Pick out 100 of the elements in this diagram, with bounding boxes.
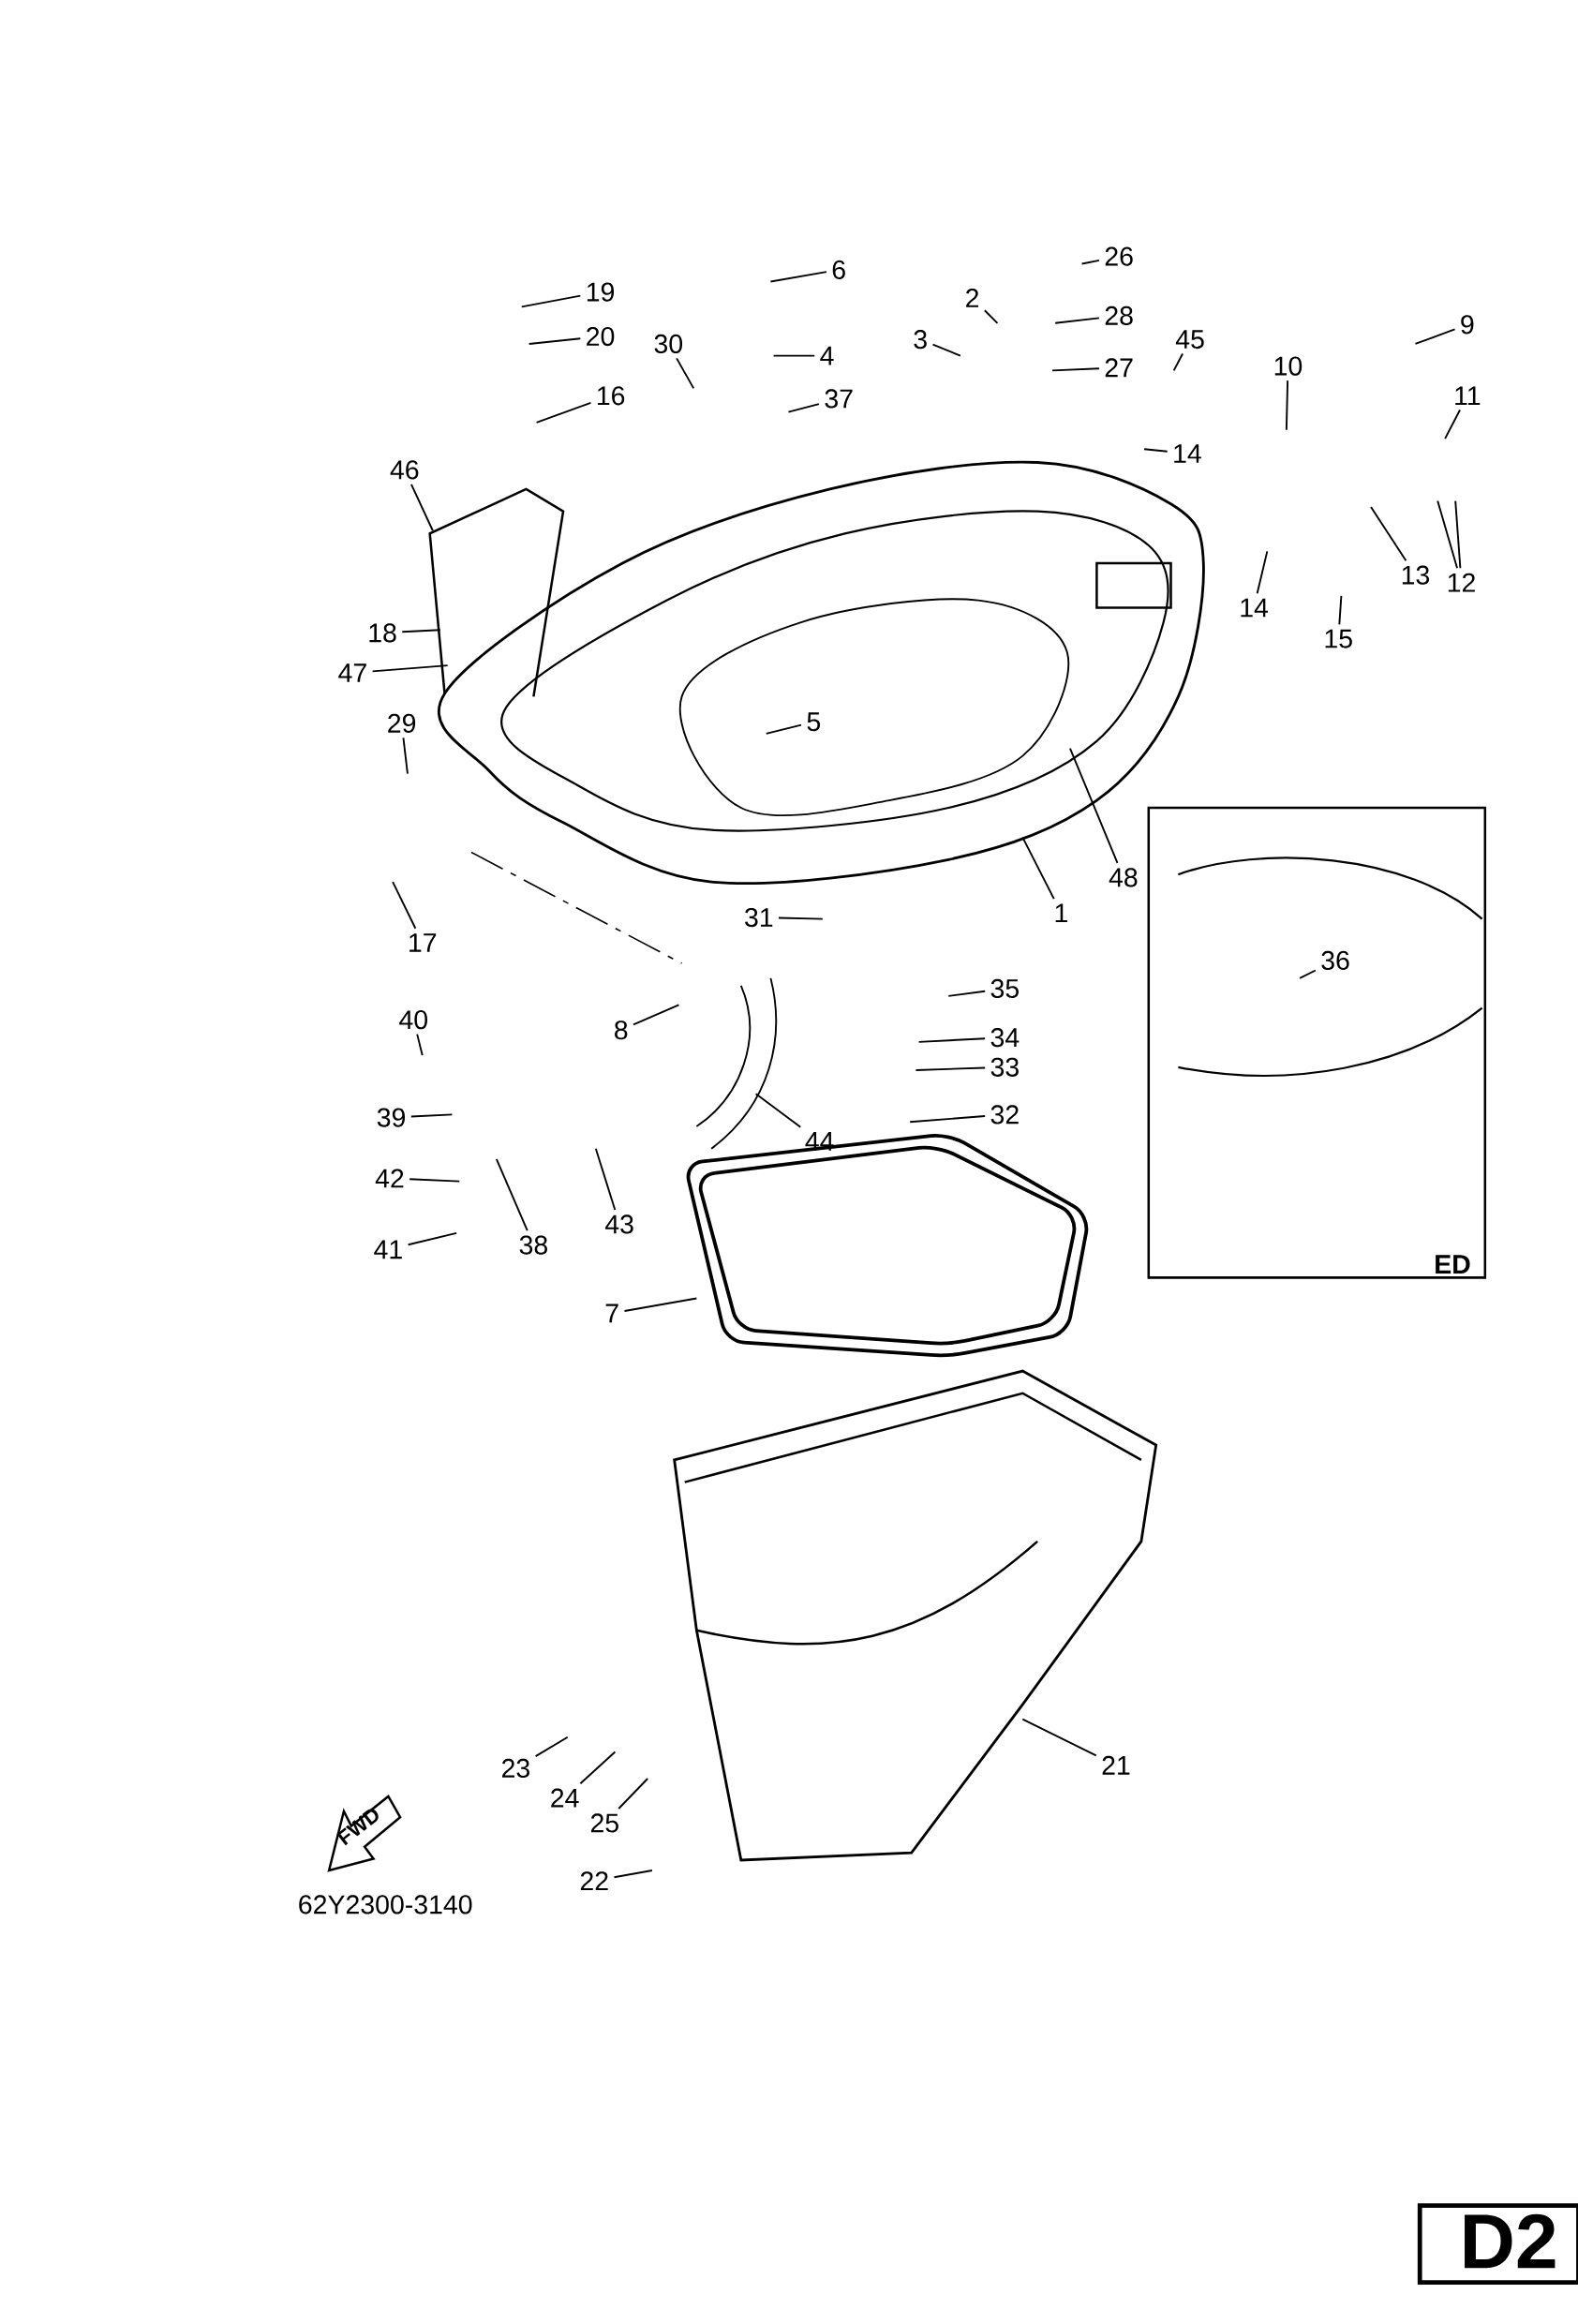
callout-number: 42 [375,1169,404,1188]
leader-line [391,881,417,930]
leader-line [1338,594,1343,626]
leader-line [371,664,449,673]
callout-number: 8 [614,1020,628,1040]
callout-number: 10 [1274,356,1302,376]
leader-line [579,1750,617,1785]
leader-line [1369,505,1407,562]
leader-line [520,294,582,308]
leader-line [1414,328,1456,345]
leader-line [765,723,802,735]
callout-number: 45 [1175,330,1204,350]
leader-line [1142,448,1169,453]
callout-number: 38 [519,1235,547,1255]
callout-number: 9 [1461,315,1474,335]
leader-line [1068,747,1119,864]
callout-number: 33 [990,1057,1019,1077]
callout-number: 7 [605,1304,618,1323]
callout-number: 12 [1448,573,1475,592]
leader-line [1080,259,1100,265]
leader-line [618,1778,648,1810]
leader-line [409,483,434,532]
leader-line [983,309,999,324]
leader-line [1285,380,1288,431]
leader-line [908,1115,986,1124]
callout-number: 3 [914,330,927,350]
callout-number: 23 [501,1758,529,1778]
callout-number: 2 [965,288,978,307]
leader-line [1437,499,1458,570]
leader-line [1298,969,1317,979]
callout-number: 41 [374,1240,402,1259]
leader-line [495,1157,528,1232]
leader-line [409,1178,461,1183]
leader-line [1454,499,1462,570]
leader-line [594,1147,617,1211]
callout-number: 11 [1455,386,1480,406]
callout-number: 32 [990,1105,1019,1125]
callout-number: 14 [1174,444,1201,463]
callout-number: 35 [990,978,1019,999]
leader-line [931,343,961,357]
part-number: 62Y2300-3140 [299,1895,472,1914]
leader-line [754,1093,801,1128]
leader-line [402,737,409,775]
leader-line [407,1232,457,1246]
leader-line [528,337,582,345]
leader-line [409,1113,454,1118]
callout-number: 43 [604,1214,633,1234]
leader-line [772,354,815,357]
leader-line [777,916,824,920]
leader-line [534,1736,569,1758]
leader-line [416,1033,424,1057]
leader-line [1053,317,1100,324]
leader-line [675,357,694,390]
callout-number: 1 [1055,903,1067,923]
callout-number: 27 [1105,358,1133,378]
leader-line [769,271,827,283]
callout-number: 29 [388,713,415,733]
callout-number: 5 [807,712,820,732]
callout-number: 34 [990,1028,1020,1048]
callout-number: 48 [1109,868,1138,887]
callout-number: 46 [390,460,419,480]
callout-number: 15 [1325,629,1352,648]
callout-number: 22 [580,1871,608,1891]
leader-line [1050,367,1100,372]
leader-line [623,1297,698,1312]
callout-number: 6 [832,260,845,279]
leader-line [1172,352,1184,372]
leader-line [535,402,592,424]
leader-line [613,1870,653,1879]
leader-line [947,990,986,997]
callout-number: 14 [1241,598,1268,618]
leader-line [1021,1718,1097,1757]
callout-number: 18 [369,623,396,643]
page-code: D2 [1417,2203,1578,2286]
callout-number: 20 [586,326,615,347]
leader-line [1256,550,1269,595]
callout-number: 25 [590,1813,618,1833]
leader-line [632,1004,680,1026]
leader-line [915,1066,986,1071]
leader-line [787,403,820,413]
callout-number: 21 [1102,1755,1130,1775]
callout-number: 31 [744,907,772,928]
callout-number: 4 [820,346,834,365]
leader-line [1443,409,1461,440]
callout-number: 30 [654,334,682,354]
callout-number: 39 [377,1108,405,1127]
callout-number: 47 [338,663,366,682]
inset-label: ED [1435,1255,1470,1274]
leader-line [1021,836,1055,901]
callout-number: 28 [1105,305,1133,325]
callout-number: 19 [587,282,614,302]
callout-number: 24 [551,1788,579,1808]
callout-number: 26 [1105,246,1133,266]
leader-line [917,1037,986,1043]
leader-line [401,629,441,633]
callout-number: 17 [409,933,436,952]
callout-number: 40 [398,1010,427,1030]
callout-number: 36 [1321,950,1349,970]
callout-number: 16 [597,386,624,406]
callout-number: 13 [1402,565,1429,585]
